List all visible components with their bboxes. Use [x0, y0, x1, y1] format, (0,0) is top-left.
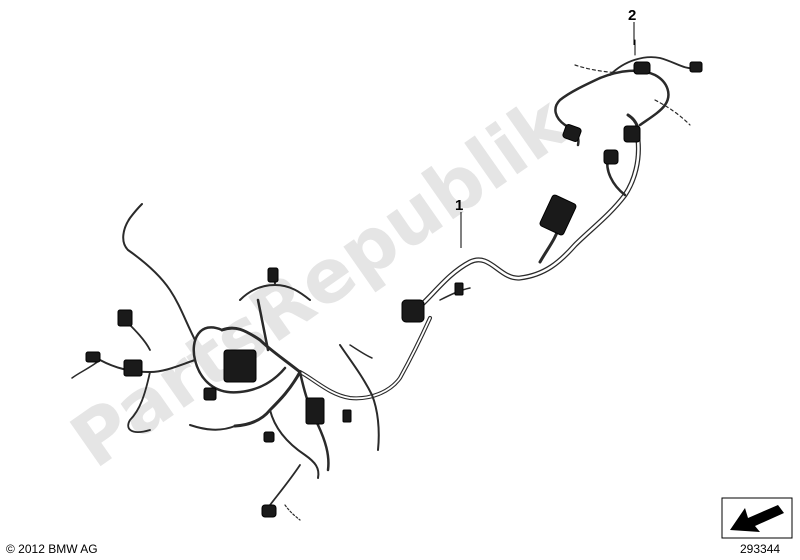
connector — [539, 194, 577, 236]
diagram-number: 293344 — [740, 542, 781, 556]
connector — [342, 409, 352, 423]
connector — [305, 397, 325, 425]
connector — [454, 282, 464, 296]
wiring-harness-1 — [71, 113, 641, 521]
copyright-text: © 2012 BMW AG — [6, 542, 98, 556]
connector — [263, 431, 275, 443]
connector — [261, 504, 277, 518]
connectors — [85, 61, 703, 518]
connector — [123, 359, 143, 377]
connector — [117, 309, 133, 327]
callout-1-label: 1 — [455, 197, 463, 214]
callout-2-label: 2 — [628, 7, 636, 24]
connector — [633, 61, 651, 75]
connector — [401, 299, 425, 323]
connector — [562, 124, 582, 142]
arrow-icon — [721, 497, 793, 539]
connector — [603, 149, 619, 165]
connector — [267, 267, 279, 283]
connector — [203, 387, 217, 401]
connector — [85, 351, 101, 363]
connector — [223, 349, 257, 383]
connector — [623, 125, 641, 143]
callouts: 1 2 — [455, 7, 636, 248]
connector — [689, 61, 703, 73]
